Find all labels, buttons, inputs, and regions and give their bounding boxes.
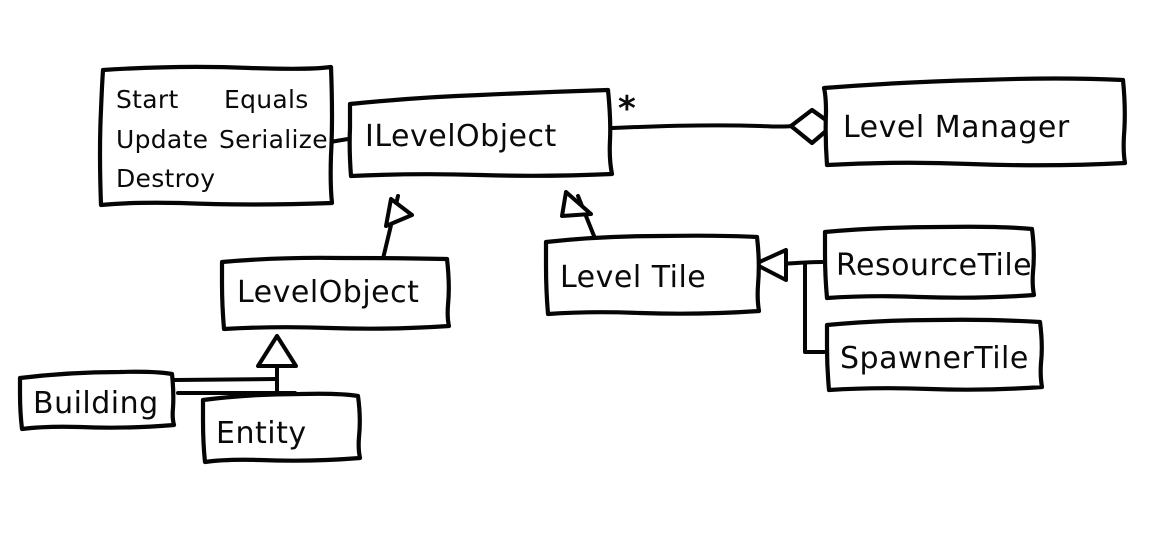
class-box-ilevelobject-outline bbox=[347, 87, 615, 179]
method-update: Update bbox=[116, 125, 208, 154]
class-box-resourcetile-outline bbox=[822, 224, 1037, 301]
method-start: Start bbox=[116, 85, 179, 114]
class-box-spawnertile[interactable]: SpawnerTile bbox=[824, 317, 1045, 393]
class-name-resourcetile: ResourceTile bbox=[836, 248, 1032, 283]
class-box-resourcetile[interactable]: ResourceTile bbox=[822, 224, 1037, 301]
connector-ilevelobject-to-levelmanager bbox=[611, 123, 794, 130]
inheritance-triangle-levelobject-icon bbox=[384, 197, 414, 228]
methods-box-outline bbox=[97, 64, 335, 208]
methods-box[interactable]: Start Update Destroy Equals Serialize bbox=[97, 64, 335, 208]
inheritance-triangle-leveltile-icon bbox=[560, 190, 593, 218]
class-name-ilevelobject: ILevelObject bbox=[365, 119, 557, 154]
class-name-levelobject: LevelObject bbox=[237, 275, 419, 310]
inheritance-triangle-tiles-icon bbox=[753, 248, 788, 282]
class-name-leveltile: Level Tile bbox=[560, 260, 706, 295]
class-name-building: Building bbox=[33, 386, 159, 421]
class-box-entity-outline bbox=[200, 391, 363, 465]
class-box-leveltile[interactable]: Level Tile bbox=[543, 233, 762, 317]
class-box-entity[interactable]: Entity bbox=[200, 391, 363, 465]
method-destroy: Destroy bbox=[116, 164, 215, 193]
class-box-leveltile-outline bbox=[543, 233, 762, 317]
class-name-entity: Entity bbox=[216, 416, 307, 451]
class-name-spawnertile: SpawnerTile bbox=[840, 341, 1029, 376]
class-box-building[interactable]: Building bbox=[17, 369, 177, 432]
class-box-levelobject[interactable]: LevelObject bbox=[219, 255, 452, 332]
inheritance-triangle-levelobject-children-icon bbox=[256, 334, 298, 368]
class-box-spawnertile-outline bbox=[824, 317, 1045, 393]
connector-building-to-levelobject bbox=[173, 377, 278, 382]
connector-spawnertile-to-leveltile bbox=[803, 262, 826, 354]
class-name-levelmanager: Level Manager bbox=[843, 110, 1070, 145]
class-box-levelmanager[interactable]: Level Manager bbox=[821, 76, 1128, 168]
class-box-levelmanager-outline bbox=[821, 76, 1128, 168]
class-box-building-outline bbox=[17, 369, 177, 432]
method-serialize: Serialize bbox=[219, 125, 328, 154]
class-box-ilevelobject[interactable]: ILevelObject * bbox=[347, 87, 636, 179]
class-box-levelobject-outline bbox=[219, 255, 452, 332]
multiplicity-asterisk: * bbox=[618, 89, 636, 129]
method-equals: Equals bbox=[224, 85, 309, 114]
